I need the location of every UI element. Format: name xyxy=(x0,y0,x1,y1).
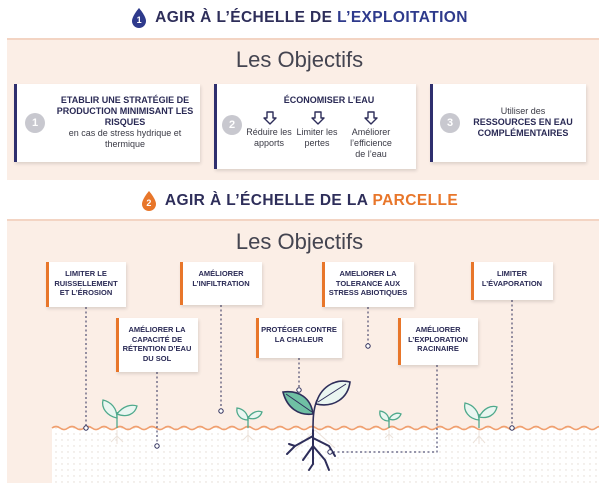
section2-number: 2 xyxy=(146,198,152,208)
label-tolerance: AMELIORER LA TOLERANCE AUX STRESS ABIOTI… xyxy=(322,262,414,307)
objective-2-sub-3: Améliorer l’efficience de l’eau xyxy=(350,127,392,159)
label-accent-bar xyxy=(471,262,474,300)
drop-icon: 1 xyxy=(131,8,147,28)
section1-objectives-title: Les Objectifs xyxy=(235,47,364,72)
down-arrow-icon xyxy=(263,111,277,125)
plant-icon xyxy=(463,402,498,428)
label-accent-bar xyxy=(180,262,183,305)
plant-icon xyxy=(101,399,138,428)
section1-title-prefix: AGIR À L’ÉCHELLE DE xyxy=(155,9,338,26)
down-arrow-icon xyxy=(364,111,378,125)
objective-2-sub-2: Limiter les pertes xyxy=(296,127,338,148)
section2-title-prefix: AGIR À L’ÉCHELLE DE LA xyxy=(164,192,373,209)
section2-objectives-title: Les Objectifs xyxy=(235,229,364,254)
objective-3-text: Utiliser des RESSOURCES EN EAU COMPLÉMEN… xyxy=(464,106,582,139)
section1-number: 1 xyxy=(136,15,142,25)
roots-icon xyxy=(286,429,336,471)
plant-icon xyxy=(379,410,402,428)
label-retention: AMÉLIORER LA CAPACITÉ DE RÉTENTION D’EAU… xyxy=(116,318,198,372)
soil-surface-line xyxy=(51,425,599,431)
label-ruissellement-text: LIMITER LE RUISSELLEMENT ET L’ÉROSION xyxy=(54,269,118,297)
objective-number-3: 3 xyxy=(440,113,460,133)
label-accent-bar xyxy=(398,318,401,365)
leader-line xyxy=(330,365,438,453)
drop-icon: 2 xyxy=(141,191,157,211)
objective-1-bold: ETABLIR UNE STRATÉGIE DE PRODUCTION MINI… xyxy=(56,95,194,127)
label-chaleur-text: PROTÉGER CONTRE LA CHALEUR xyxy=(261,325,337,344)
label-accent-bar xyxy=(322,262,325,307)
label-infiltration-text: AMÉLIORER L’INFILTRATION xyxy=(192,269,250,288)
label-exploration-text: AMÉLIORER L’EXPLORATION RACINAIRE xyxy=(408,325,468,353)
objective-card-3: 3 Utiliser des RESSOURCES EN EAU COMPLÉM… xyxy=(430,84,586,162)
section1-title: AGIR À L’ÉCHELLE DE L’EXPLOITATION xyxy=(155,9,468,27)
main-plant-icon xyxy=(282,380,351,431)
card-accent-bar xyxy=(430,84,433,162)
label-exploration: AMÉLIORER L’EXPLORATION RACINAIRE xyxy=(398,318,478,365)
objective-3-bold: RESSOURCES EN EAU COMPLÉMENTAIRES xyxy=(473,117,573,138)
objective-2-bold: ÉCONOMISER L’EAU xyxy=(283,95,375,105)
label-chaleur: PROTÉGER CONTRE LA CHALEUR xyxy=(256,318,342,358)
card-accent-bar xyxy=(214,84,217,169)
objective-number-2: 2 xyxy=(222,115,242,135)
label-accent-bar xyxy=(46,262,49,307)
section1-title-highlight: L’EXPLOITATION xyxy=(337,9,468,26)
label-evaporation: LIMITER L’ÉVAPORATION xyxy=(471,262,553,300)
objective-card-1: 1 ETABLIR UNE STRATÉGIE DE PRODUCTION MI… xyxy=(14,84,200,162)
objective-3-desc: Utiliser des xyxy=(500,106,546,116)
down-arrow-icon xyxy=(311,111,325,125)
section1-header: 1 AGIR À L’ÉCHELLE DE L’EXPLOITATION xyxy=(0,6,599,30)
section2-title: AGIR À L’ÉCHELLE DE LA PARCELLE xyxy=(165,192,458,210)
section2-header: 2 AGIR À L’ÉCHELLE DE LA PARCELLE xyxy=(0,189,599,213)
label-accent-bar xyxy=(116,318,119,372)
label-evaporation-text: LIMITER L’ÉVAPORATION xyxy=(481,269,543,288)
plant-icon xyxy=(236,407,263,428)
section2-title-highlight: PARCELLE xyxy=(372,192,459,209)
objective-number-1: 1 xyxy=(25,113,45,133)
objective-card-2: 2 ÉCONOMISER L’EAU Réduire les apports L… xyxy=(214,84,416,169)
label-retention-text: AMÉLIORER LA CAPACITÉ DE RÉTENTION D’EAU… xyxy=(122,325,192,363)
label-accent-bar xyxy=(256,318,259,358)
objective-2-sub-1: Réduire les apports xyxy=(246,127,292,148)
label-infiltration: AMÉLIORER L’INFILTRATION xyxy=(180,262,262,305)
label-tolerance-text: AMELIORER LA TOLERANCE AUX STRESS ABIOTI… xyxy=(328,269,408,297)
label-ruissellement: LIMITER LE RUISSELLEMENT ET L’ÉROSION xyxy=(46,262,126,307)
objective-1-desc: en cas de stress hydrique et thermique xyxy=(68,128,182,149)
objective-2-title: ÉCONOMISER L’EAU xyxy=(244,95,414,106)
card-accent-bar xyxy=(14,84,17,162)
objective-1-text: ETABLIR UNE STRATÉGIE DE PRODUCTION MINI… xyxy=(54,95,196,150)
